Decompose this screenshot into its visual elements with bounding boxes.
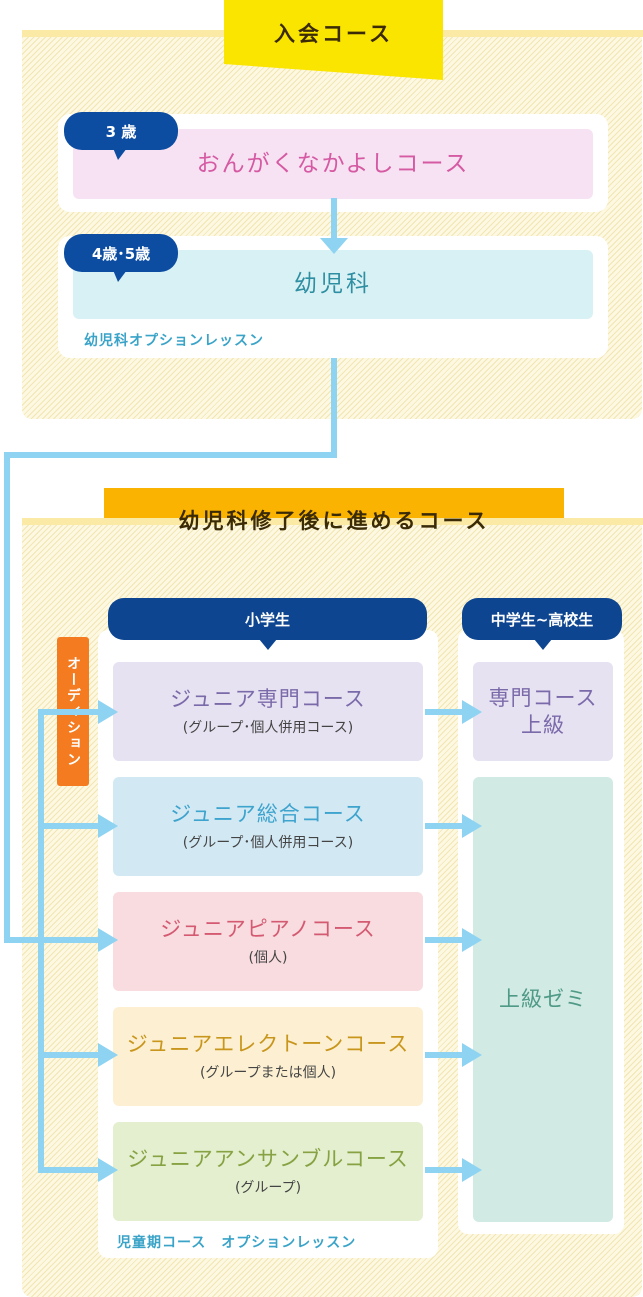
- arrowhead-seminar-4: [462, 1158, 482, 1182]
- arrowhead-senmon-advanced: [462, 700, 482, 724]
- arrowhead-junior-ensemble: [98, 1158, 118, 1182]
- course-junior-piano[interactable]: ジュニアピアノコース (個人): [113, 892, 423, 991]
- after-band-line: [22, 518, 643, 525]
- course-junior-electone[interactable]: ジュニアエレクトーンコース (グループまたは個人): [113, 1007, 423, 1106]
- course-advanced-seminar-title: 上級ゼミ: [499, 987, 587, 1012]
- entry-banner-label: 入会コース: [274, 22, 393, 46]
- arrowhead-seminar-3: [462, 1043, 482, 1067]
- course-junior-senmon-title: ジュニア専門コース: [170, 687, 366, 712]
- course-advanced-seminar[interactable]: 上級ゼミ: [473, 777, 613, 1222]
- course-senmon-advanced-line1: 専門コース: [488, 686, 598, 711]
- header-tail-secondary: [534, 639, 552, 650]
- arrowhead-seminar-1: [462, 814, 482, 838]
- arrowhead-junior-sogo: [98, 814, 118, 838]
- after-banner-label: 幼児科修了後に進めるコース: [178, 509, 490, 533]
- arrowhead-junior-piano: [98, 928, 118, 952]
- course-junior-sogo[interactable]: ジュニア総合コース (グループ･個人併用コース): [113, 777, 423, 876]
- arrowhead-course2: [320, 238, 348, 254]
- course-junior-ensemble-title: ジュニアアンサンブルコース: [127, 1147, 409, 1172]
- course-junior-electone-title: ジュニアエレクトーンコース: [126, 1032, 410, 1057]
- course2-option-label: 幼児科オプションレッスン: [84, 333, 264, 349]
- arrowhead-junior-electone: [98, 1043, 118, 1067]
- arrowhead-seminar-2: [462, 928, 482, 952]
- course-junior-ensemble[interactable]: ジュニアアンサンブルコース (グループ): [113, 1122, 423, 1221]
- course-junior-senmon-sub: (グループ･個人併用コース): [182, 719, 354, 736]
- badge-tail-age-3: [113, 148, 127, 160]
- connector-audition-bracket: [38, 709, 100, 1173]
- arrowhead-junior-senmon: [98, 700, 118, 724]
- elementary-option-label: 児童期コース オプションレッスン: [117, 1235, 357, 1251]
- badge-tail-age-45: [113, 270, 127, 282]
- course-junior-senmon[interactable]: ジュニア専門コース (グループ･個人併用コース): [113, 662, 423, 761]
- course-junior-electone-sub: (グループまたは個人): [199, 1064, 337, 1081]
- course-senmon-advanced-line2: 上級: [521, 712, 565, 737]
- course-junior-ensemble-sub: (グループ): [234, 1179, 302, 1196]
- header-tail-elementary: [259, 639, 277, 650]
- course2-title: 幼児科: [294, 271, 372, 298]
- course-junior-piano-sub: (個人): [248, 949, 288, 966]
- course-senmon-advanced[interactable]: 専門コース 上級: [473, 662, 613, 761]
- secondary-header: 中学生~高校生: [462, 598, 622, 640]
- course-junior-piano-title: ジュニアピアノコース: [160, 917, 376, 942]
- age-3-badge: 3 歳: [64, 112, 178, 150]
- connector-course2-to-after: [4, 358, 337, 943]
- entry-banner-shape: [224, 0, 443, 80]
- age-45-badge: 4歳･5歳: [64, 234, 178, 272]
- course1-title: おんがくなかよしコース: [196, 150, 470, 177]
- course-junior-sogo-title: ジュニア総合コース: [170, 802, 366, 827]
- elementary-header: 小学生: [108, 598, 427, 640]
- course-junior-sogo-sub: (グループ･個人併用コース): [182, 834, 354, 851]
